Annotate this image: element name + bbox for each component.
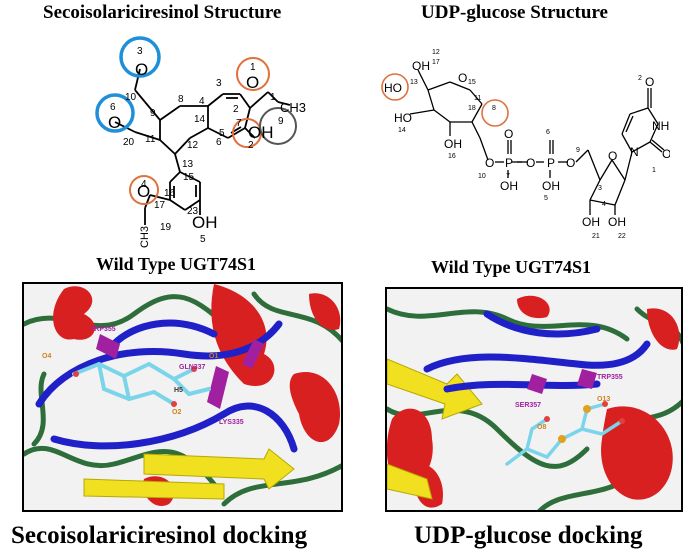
udp-atom-o-ribose: O — [608, 149, 617, 163]
udp-atom-oh-p1: OH — [500, 179, 518, 193]
seco-num: 8 — [178, 94, 184, 105]
seco-atom-o3: O — [135, 60, 148, 79]
udp-atom-o8: O — [504, 127, 513, 141]
seco-structure-diagram: O O O OH O OH CH3 CH3 3 10 9 8 6 20 11 1… — [95, 36, 306, 248]
udp-num: 12 — [432, 49, 440, 56]
atom-o2-left: O2 — [172, 409, 181, 416]
seco-num: 3 — [137, 46, 143, 57]
seco-num: 6 — [216, 137, 222, 148]
udp-atom-o-ring: O — [458, 71, 467, 85]
seco-docking-panel: TRP355 GLN337 LYS335 O4 O1 O2 H5 — [22, 282, 343, 512]
udp-atom-o-bridge: O — [526, 156, 535, 170]
seco-num: 4 — [141, 179, 147, 190]
seco-atom-o4: O — [137, 182, 150, 201]
atom-o4-left: O4 — [42, 353, 51, 360]
seco-atom-oh5: OH — [192, 213, 218, 232]
seco-ch3-vertical: CH3 — [139, 226, 151, 248]
udp-num: 22 — [618, 233, 626, 240]
seco-num: 7 — [236, 118, 242, 129]
seco-num: 17 — [154, 200, 166, 211]
udp-docking-render: SER357 TRP355 O8 O13 — [387, 289, 681, 510]
udp-atom-oh21: OH — [582, 215, 600, 229]
residue-trp355-left: TRP355 — [90, 326, 116, 333]
udp-structure-title: UDP-glucose Structure — [421, 2, 608, 23]
residue-trp355-right: TRP355 — [597, 374, 623, 381]
seco-num: 15 — [183, 172, 195, 183]
seco-num: 6 — [110, 102, 116, 113]
udp-atom-p1: P — [505, 156, 513, 170]
udp-num: 11 — [474, 95, 481, 102]
seco-num: 19 — [160, 222, 172, 233]
seco-num: 12 — [187, 140, 199, 151]
udp-num: 8 — [492, 105, 496, 112]
udp-docking-caption: UDP-glucose docking — [414, 522, 643, 549]
udp-atom-p2: P — [547, 156, 555, 170]
udp-atom-o-carbonyl: O — [662, 147, 670, 161]
seco-num: 14 — [194, 114, 206, 125]
seco-num: 10 — [125, 92, 137, 103]
udp-num: 7 — [506, 173, 510, 180]
udp-num: 4 — [602, 201, 606, 208]
seco-num: 16 — [164, 188, 176, 199]
udp-num: 18 — [468, 105, 476, 112]
udp-num: 2 — [638, 75, 642, 82]
udp-atom-oh16: OH — [444, 137, 462, 151]
seco-num: 4 — [199, 96, 205, 107]
udp-num: 13 — [410, 79, 418, 86]
seco-num: 9 — [278, 116, 284, 127]
udp-glucose-structure-diagram: O HO OH HO OH O P O P O OH OH O OH OH O … — [381, 49, 670, 240]
seco-docking-render: TRP355 GLN337 LYS335 O4 O1 O2 H5 — [24, 284, 341, 510]
udp-num: 10 — [478, 173, 486, 180]
udp-atom-o10: O — [485, 156, 494, 170]
residue-gln337: GLN337 — [179, 364, 206, 371]
udp-atom-n: N — [630, 145, 639, 159]
udp-atom-ho13: HO — [384, 81, 402, 95]
seco-atom-o6: O — [108, 113, 121, 132]
seco-num: 5 — [200, 234, 206, 245]
seco-ch3: CH3 — [280, 100, 306, 115]
seco-num: 1 — [250, 62, 256, 73]
seco-num: 13 — [182, 159, 194, 170]
atom-o8-right: O8 — [537, 424, 546, 431]
residue-lys335: LYS335 — [219, 419, 244, 426]
wild-type-left-title: Wild Type UGT74S1 — [96, 254, 257, 274]
seco-docking-caption: Secoisolariciresinol docking — [11, 522, 308, 549]
udp-atom-oh22: OH — [608, 215, 626, 229]
udp-atom-nh: NH — [652, 119, 669, 133]
udp-atom-oh17: OH — [412, 59, 430, 73]
seco-num: 2 — [248, 140, 254, 151]
udp-docking-panel: SER357 TRP355 O8 O13 — [385, 287, 683, 512]
seco-structure-title: Secoisolariciresinol Structure — [43, 2, 282, 23]
atom-o1-left: O1 — [209, 353, 218, 360]
seco-num: 3 — [216, 78, 222, 89]
udp-atom-oh-p2: OH — [542, 179, 560, 193]
seco-num: 11 — [145, 134, 156, 145]
udp-atom-ho14: HO — [394, 111, 412, 125]
residue-ser357: SER357 — [515, 402, 541, 409]
wild-type-right-title: Wild Type UGT74S1 — [431, 257, 592, 277]
udp-atom-o-top: O — [645, 75, 654, 89]
atom-o13-right: O13 — [597, 396, 610, 403]
seco-num: 20 — [123, 137, 135, 148]
udp-num: 3 — [598, 185, 602, 192]
seco-num: 23 — [187, 206, 199, 217]
udp-num: 17 — [432, 59, 440, 66]
seco-num: 5 — [219, 128, 225, 139]
udp-num: 14 — [398, 127, 406, 134]
atom-h5-left: H5 — [174, 387, 183, 394]
udp-num: 1 — [652, 167, 656, 174]
seco-atom-o1: O — [246, 73, 259, 92]
seco-num: 2 — [233, 104, 239, 115]
seco-atom-oh: OH — [248, 123, 274, 142]
udp-atom-o-ester: O — [566, 156, 575, 170]
udp-num: 16 — [448, 153, 456, 160]
seco-num: 9 — [150, 108, 156, 119]
udp-num: 9 — [576, 147, 580, 154]
udp-num: 21 — [592, 233, 600, 240]
seco-num: 1 — [270, 92, 276, 103]
udp-num: 5 — [544, 195, 548, 202]
udp-num: 6 — [546, 129, 550, 136]
udp-num: 15 — [468, 79, 476, 86]
